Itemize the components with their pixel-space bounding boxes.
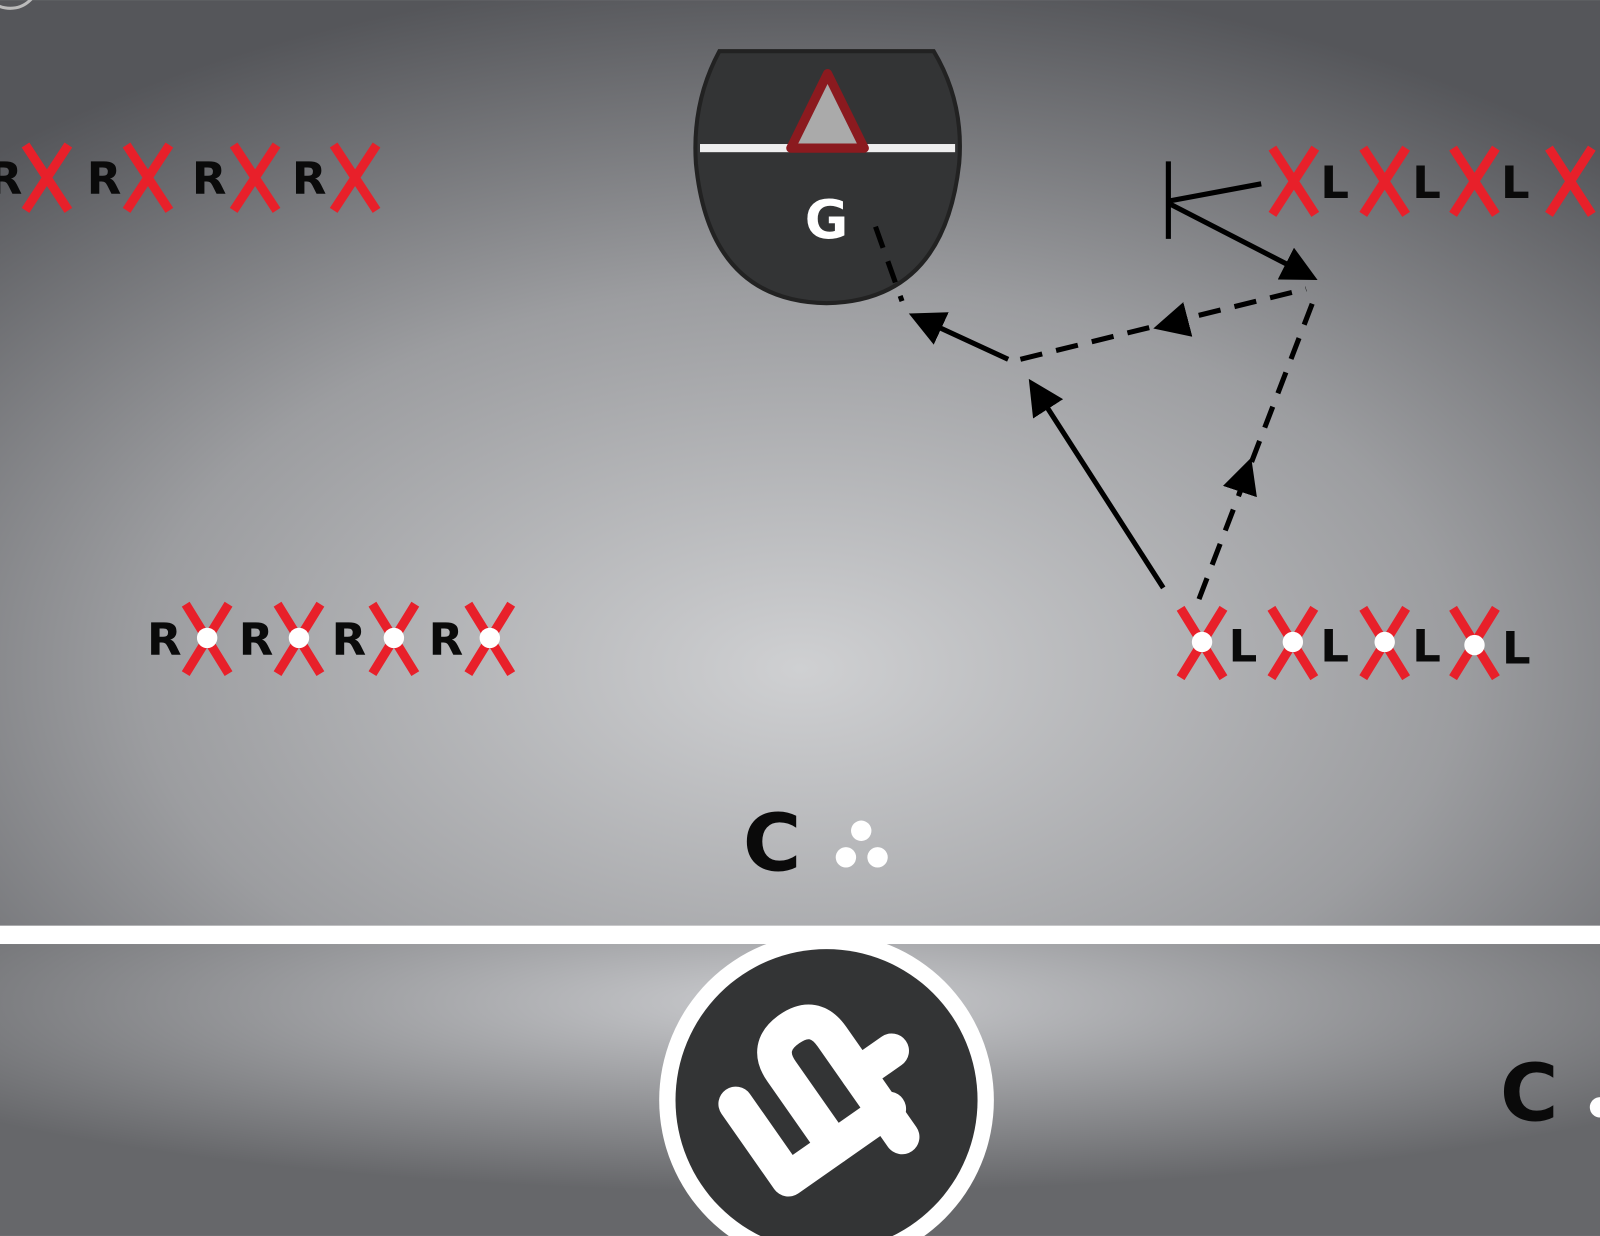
player-label: L — [1501, 156, 1530, 209]
ball-icon — [1191, 631, 1213, 653]
top-right-defenders: L L L — [1268, 145, 1596, 217]
goal-crease: G — [693, 49, 962, 306]
second-coach: C — [1500, 1047, 1600, 1140]
goal-net-icon — [786, 69, 869, 153]
coach-with-balls: C — [743, 797, 888, 890]
pass-arrowhead-left — [1153, 302, 1193, 337]
defender-x-icon — [122, 142, 174, 213]
center-logo: L4 — [659, 932, 994, 1236]
ball-icon — [1282, 631, 1304, 653]
defender-x-icon — [1359, 145, 1410, 217]
middle-left-line: R R R R — [147, 601, 516, 677]
cut-arrow-up — [1028, 378, 1166, 590]
player-label: L — [1320, 156, 1349, 209]
player-label: L — [1412, 619, 1441, 672]
ball-icon — [1589, 1097, 1600, 1118]
player-label: L — [1229, 619, 1258, 672]
cut-arrow-to-goal — [908, 312, 1010, 362]
defender-x-icon — [1545, 145, 1596, 217]
ball-icon — [479, 627, 500, 649]
player-label: L — [1320, 619, 1349, 672]
logo-mark-icon — [718, 1004, 920, 1197]
player-label: R — [429, 613, 464, 666]
goalie-label: G — [805, 189, 849, 251]
ball-icon — [1464, 634, 1485, 656]
player-label: L — [1412, 156, 1441, 209]
midfield-line — [0, 925, 1600, 945]
shot-path — [873, 225, 905, 303]
ball-icon — [851, 820, 872, 841]
pick-line — [1167, 181, 1262, 204]
player-label: R — [239, 613, 274, 666]
player-label: R — [192, 152, 227, 205]
defender-arrow — [1169, 201, 1318, 280]
player-label: R — [0, 152, 22, 205]
coach-label: C — [1500, 1047, 1558, 1140]
defender-x-icon — [1268, 145, 1320, 217]
ball-icon — [383, 627, 405, 649]
defender-x-icon — [329, 142, 381, 213]
top-left-defenders: R R R R — [0, 142, 381, 213]
ball-icon — [288, 627, 310, 649]
drill-paths — [873, 161, 1319, 601]
corner-circle — [0, 0, 33, 10]
player-label: R — [147, 613, 182, 666]
middle-right-line: L L L L — [1176, 605, 1531, 681]
player-label: R — [332, 613, 367, 666]
coach-label: C — [743, 797, 801, 890]
ball-icon — [196, 627, 218, 649]
defender-x-icon — [229, 142, 281, 213]
pass-arrowhead-up — [1223, 457, 1257, 498]
ball-icon — [835, 847, 857, 868]
pass-dashed-up — [1196, 292, 1319, 601]
player-label: L — [1502, 621, 1531, 674]
defender-x-icon — [21, 142, 73, 213]
player-label: R — [292, 152, 327, 205]
ball-icon — [1374, 631, 1395, 653]
player-label: R — [87, 152, 122, 205]
defender-x-icon — [1449, 145, 1500, 217]
ball-icon — [867, 847, 888, 868]
